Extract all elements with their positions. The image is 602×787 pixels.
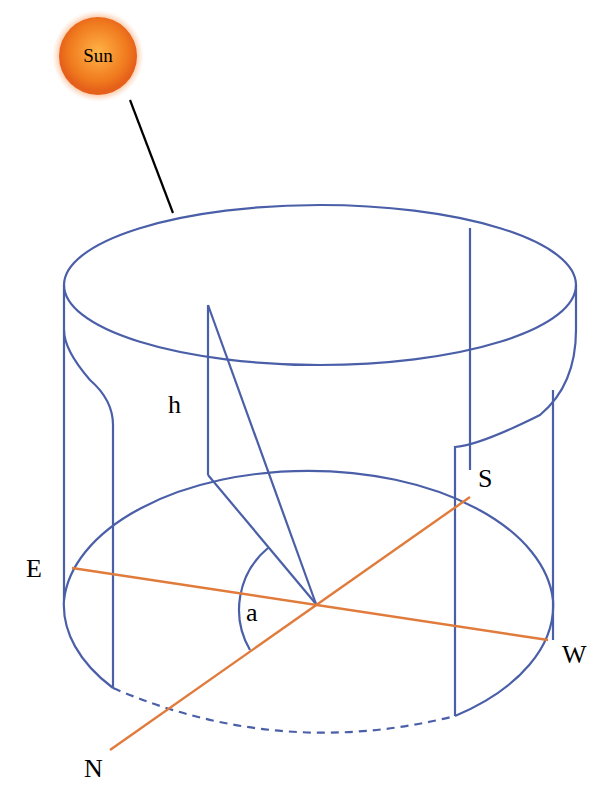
sun-ray: [130, 100, 173, 213]
sun-label: Sun: [83, 45, 113, 67]
left-side: [63, 330, 65, 600]
west-label: W: [562, 642, 587, 668]
height-label: h: [168, 392, 181, 418]
south-label: S: [478, 466, 492, 492]
left-wall: [64, 285, 113, 688]
back-line: [469, 228, 471, 470]
bottom-rim: [64, 471, 553, 716]
east-west-axis: [72, 568, 548, 640]
angle-arc: [239, 548, 268, 650]
gnomon-ray: [208, 305, 316, 604]
sun-circle: Sun: [52, 10, 144, 102]
gnomon-height: [207, 305, 209, 475]
north-label: N: [84, 756, 103, 782]
top-rim: [64, 205, 576, 365]
north-south-axis: [110, 497, 470, 750]
gnomon-base: [208, 475, 316, 604]
bottom-rim-hidden: [113, 688, 455, 733]
east-label: E: [26, 556, 42, 582]
right-wall: [455, 285, 576, 716]
angle-label: a: [246, 600, 258, 626]
